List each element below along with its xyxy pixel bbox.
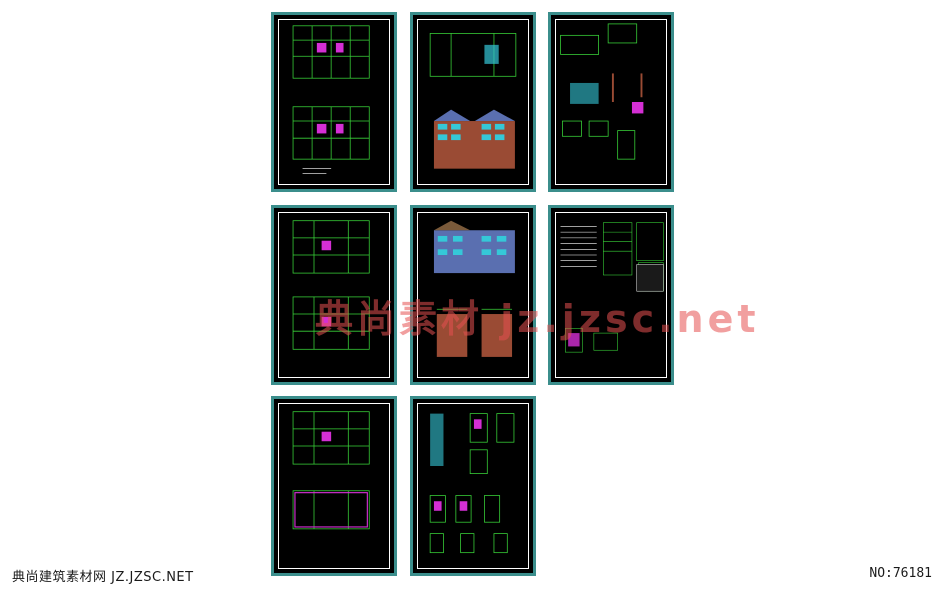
drawing-sheet-6[interactable]	[548, 205, 674, 385]
elevation-drawing	[433, 220, 515, 357]
notes-and-table-drawing	[560, 222, 664, 353]
reference-number: NO:76181	[869, 566, 932, 581]
floor-plan-drawing	[292, 25, 370, 174]
watermark: 典尚素材 jz.jzsc.net	[315, 297, 760, 341]
drawing-sheet-7[interactable]	[271, 396, 397, 576]
drawing-sheet-4[interactable]	[271, 205, 397, 385]
details-drawing	[560, 23, 644, 160]
floor-plan-drawing	[292, 220, 370, 350]
site-name-caption: 典尚建筑素材网 JZ.JZSC.NET	[12, 570, 194, 585]
elevation-drawing	[429, 33, 517, 169]
drawing-sheet-8[interactable]	[410, 396, 536, 576]
drawing-sheet-5[interactable]	[410, 205, 536, 385]
drawing-sheet-2[interactable]	[410, 12, 536, 192]
section-details-drawing	[429, 413, 515, 554]
drawing-sheet-1[interactable]	[271, 12, 397, 192]
floor-plan-drawing	[292, 411, 370, 530]
drawing-sheet-3[interactable]	[548, 12, 674, 192]
